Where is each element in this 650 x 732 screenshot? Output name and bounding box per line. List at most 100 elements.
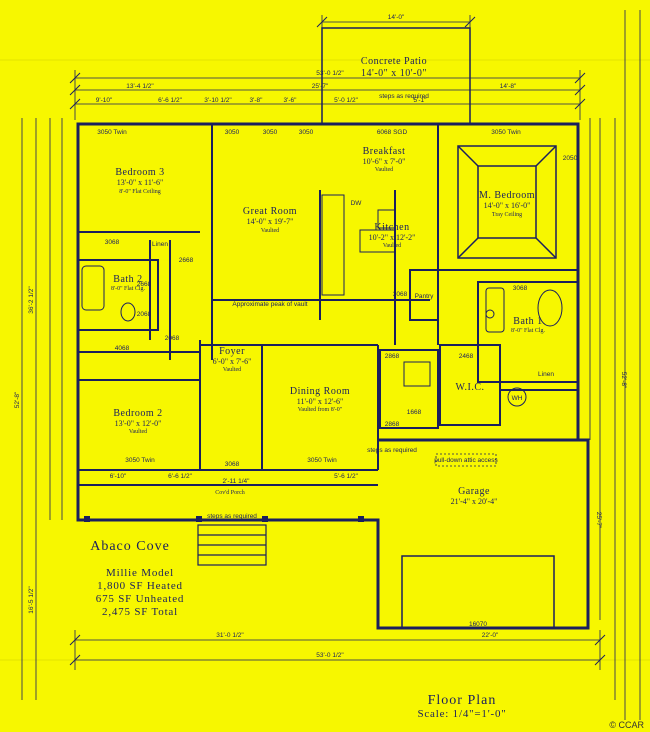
dim-label: 36'-2 1/2" <box>28 286 35 314</box>
greatroom-name: Great Room <box>243 206 297 217</box>
dw-label: DW <box>351 200 363 207</box>
bath2-note: 8'-0" Flat Clg. <box>111 286 146 292</box>
plan-scale: Scale: 1/4"=1'-0" <box>417 708 506 720</box>
bedroom2-name: Bedroom 2 <box>113 408 162 419</box>
bath2-name: Bath 2 <box>113 274 142 285</box>
window-label: 3050 Twin <box>97 129 127 136</box>
door-label: 2668 <box>137 281 152 288</box>
steps-label: steps as required <box>207 513 257 520</box>
foyer-name: Foyer <box>219 346 245 357</box>
door-label: 2068 <box>137 311 152 318</box>
wh-label: WH <box>512 395 523 402</box>
bath1-note: 8'-0" Flat Clg. <box>511 328 546 334</box>
vault-label: Approximate peak of vault <box>232 301 307 308</box>
tray-ceiling <box>457 145 557 259</box>
foyer-note: Vaulted <box>223 367 241 373</box>
dim-label: 52'-8" <box>620 372 627 389</box>
linen-label: Linen <box>538 371 554 378</box>
attic-label: pull-down attic access <box>434 457 498 464</box>
breakfast-note: Vaulted <box>375 167 393 173</box>
window-label: 3050 <box>225 129 240 136</box>
master-size: 14'-0" x 16'-0" <box>484 201 531 210</box>
kitchen-name: Kitchen <box>374 222 409 233</box>
wic-name: W.I.C. <box>455 382 484 393</box>
garage-door-label: 16070 <box>469 621 487 628</box>
sgd-label: 6068 SGD <box>377 129 408 136</box>
heated-sf: 1,800 SF Heated <box>97 580 183 592</box>
dim-label: 5'-6 1/2" <box>334 473 358 480</box>
breakfast-name: Breakfast <box>363 146 406 157</box>
dim-label: 13'-4 1/2" <box>126 83 154 90</box>
pantry-label: Pantry <box>415 293 435 300</box>
dim-label: 14'-8" <box>500 83 517 90</box>
total-sf: 2,475 SF Total <box>102 606 178 618</box>
dim-label: 5'-1" <box>414 97 428 104</box>
dining-name: Dining Room <box>290 386 350 397</box>
dim-label: 25'-7" <box>595 512 602 529</box>
dim-label: 16'-5 1/2" <box>28 586 35 614</box>
steps-label: steps as required <box>367 447 417 454</box>
interior-walls <box>77 124 579 486</box>
fixtures <box>81 265 563 407</box>
window-label: 3050 Twin <box>491 129 521 136</box>
kitchen-size: 10'-2" x 12'-2" <box>369 233 416 242</box>
kitchen-counters <box>321 194 396 296</box>
dim-label: 2'-11 1/4" <box>223 478 251 485</box>
bath1-name: Bath 1 <box>513 316 542 327</box>
dim-label: 6'-6 1/2" <box>158 97 182 104</box>
window-label: 3050 <box>263 129 278 136</box>
door-label: 2068 <box>165 335 180 342</box>
attic-access <box>435 453 497 467</box>
dim-label: 6'-6 1/2" <box>168 473 192 480</box>
garage-name: Garage <box>458 486 490 497</box>
bedroom3-note: 8'-0" Flat Ceiling <box>119 189 161 195</box>
title-block: Abaco Cove Millie Model 1,800 SF Heated … <box>90 539 506 720</box>
community-name: Abaco Cove <box>90 539 170 554</box>
dim-label: 31'-0 1/2" <box>216 632 244 639</box>
dim-label: 9'-10" <box>96 97 113 104</box>
garage-door <box>401 555 555 629</box>
door-label: 4068 <box>115 345 130 352</box>
door-label: 2868 <box>385 353 400 360</box>
dim-label: 6'-10" <box>110 473 127 480</box>
steps-label: steps as required <box>379 93 429 100</box>
opening-labels: 3050 Twin 3050 3050 3050 6068 SGD 3050 T… <box>97 93 577 628</box>
door-label: 2468 <box>459 353 474 360</box>
window-label: 3050 <box>299 129 314 136</box>
window-label: 3050 Twin <box>307 457 337 464</box>
dim-label: 22'-0" <box>482 632 499 639</box>
dim-label: 53'-0 1/2" <box>316 652 344 659</box>
porch-name: Cov'd Porch <box>215 490 245 496</box>
dining-size: 11'-0" x 12'-6" <box>297 397 343 406</box>
dim-label: 3'-10 1/2" <box>204 97 232 104</box>
exterior-walls <box>76 122 590 630</box>
porch-steps <box>197 524 267 566</box>
dim-label: 3'-8" <box>250 97 264 104</box>
bedroom2-note: Vaulted <box>129 429 147 435</box>
linen-label: Linen <box>152 241 168 248</box>
patio-name: Concrete Patio <box>361 56 427 67</box>
foyer-size: 6'-0" x 7'-6" <box>213 357 252 366</box>
door-label: 3068 <box>393 291 408 298</box>
dim-label: 25'-7" <box>312 83 329 90</box>
dining-note: Vaulted from 8'-0" <box>298 406 343 413</box>
master-note: Tray Ceiling <box>492 212 522 218</box>
patio-size: 14'-0" x 10'-0" <box>361 68 427 79</box>
dimension-lines <box>21 10 641 720</box>
door-label: 3068 <box>225 461 240 468</box>
master-name: M. Bedroom <box>479 190 535 201</box>
bedroom3-name: Bedroom 3 <box>115 167 164 178</box>
door-label: 2868 <box>385 421 400 428</box>
breakfast-size: 10'-6" x 7'-0" <box>363 157 406 166</box>
door-label: 1668 <box>407 409 422 416</box>
dim-label: 14'-0" <box>388 14 405 21</box>
window-label: 3050 Twin <box>125 457 155 464</box>
garage-size: 21'-4" x 20'-4" <box>451 497 498 506</box>
watermark: © CCAR <box>609 720 644 730</box>
model-name: Millie Model <box>106 567 174 579</box>
room-labels: Concrete Patio 14'-0" x 10'-0" Bedroom 3… <box>111 56 546 506</box>
dim-label: 53'-0 1/2" <box>316 70 344 77</box>
dimension-labels: 14'-0" 53'-0 1/2" 13'-4 1/2" 25'-7" 14'-… <box>14 14 627 659</box>
dim-label: 5'-0 1/2" <box>334 97 358 104</box>
